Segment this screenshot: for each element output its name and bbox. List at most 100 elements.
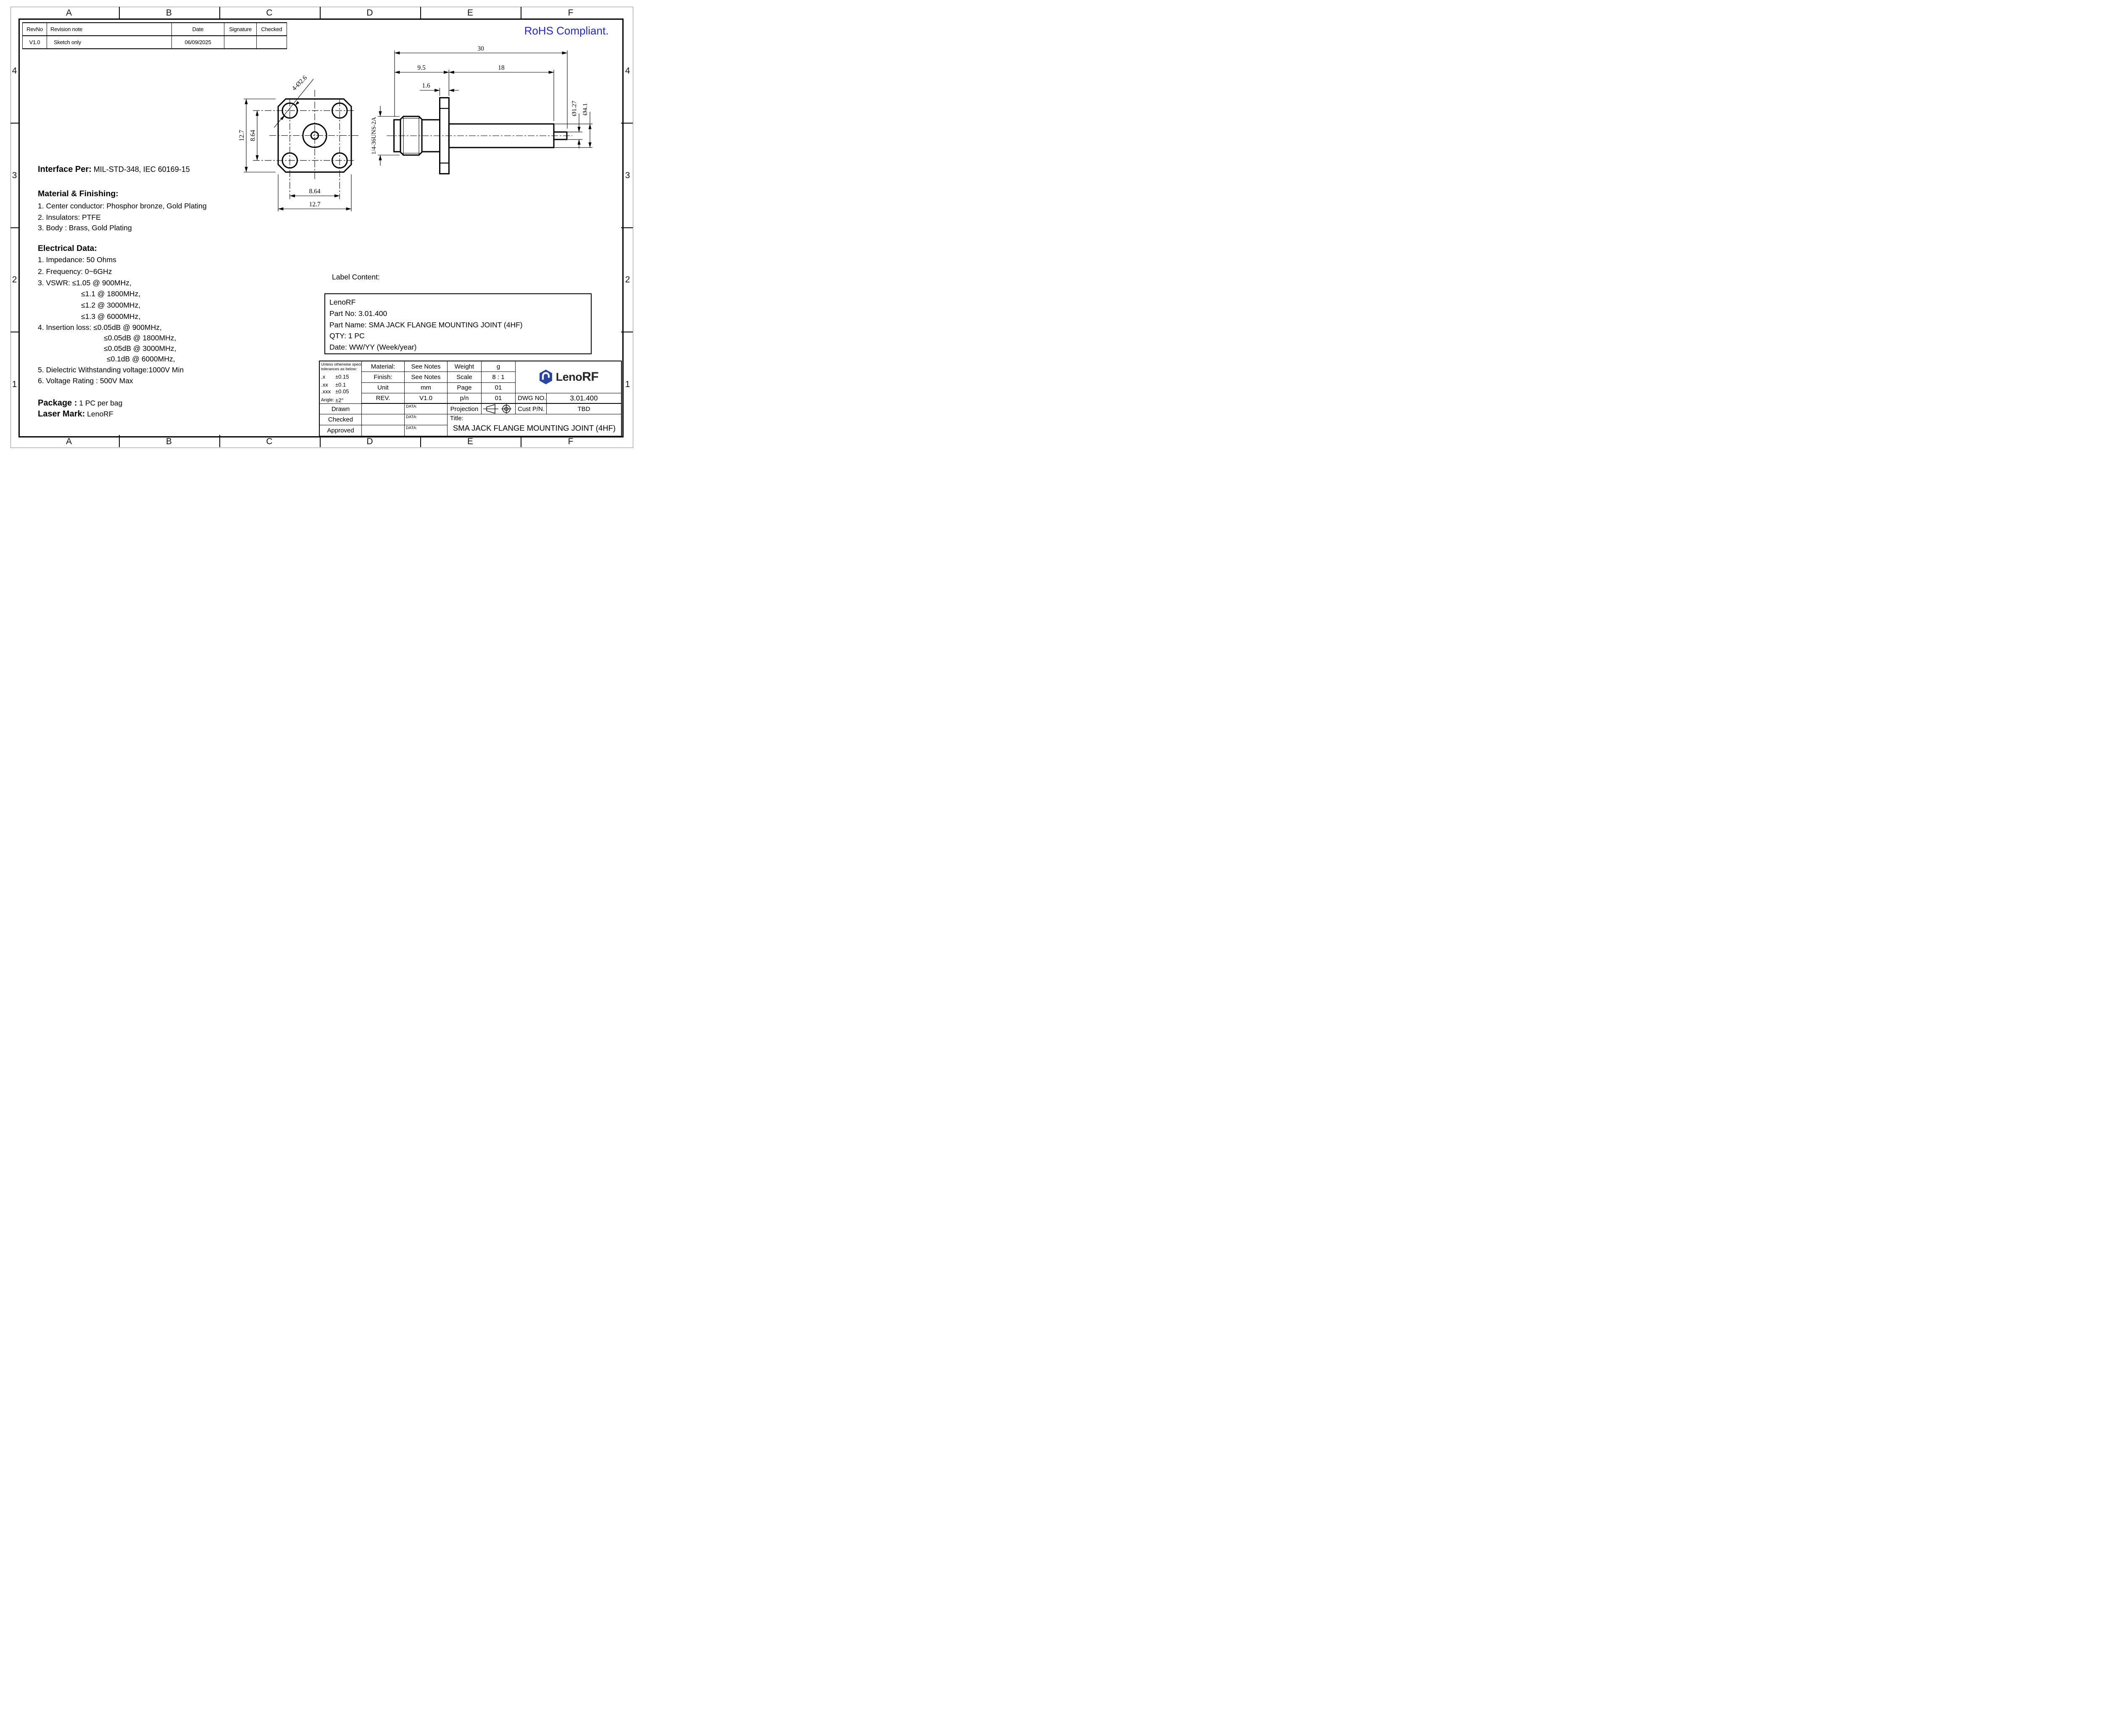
package-value: 1 PC per bag: [79, 399, 123, 407]
label-line-brand: LenoRF: [329, 298, 356, 306]
material-value: See Notes: [405, 361, 448, 372]
label-content-box: LenoRF Part No: 3.01.400 Part Name: SMA …: [324, 293, 592, 354]
pn-label: p/n: [448, 393, 482, 404]
unit-value: mm: [405, 382, 448, 393]
grid-tick: [420, 7, 421, 18]
dim-front-holes-label: 4-Ø2.6: [290, 74, 308, 92]
grid-number-left: 2: [12, 275, 17, 285]
dwg-no-value: 3.01.400: [547, 393, 621, 404]
rev-row-note: Sketch only: [47, 36, 172, 48]
drawing-views: 12.7 8.64 8.64 12.7 4-Ø2.6: [238, 45, 592, 211]
interface-per-label: Interface Per:: [38, 165, 92, 174]
grid-number-left: 4: [12, 66, 17, 76]
rev-header-note: Revision note: [47, 23, 172, 36]
grid-tick: [11, 227, 18, 228]
dim-side-body-dia: Ø4.1: [582, 103, 589, 116]
electrical-item-3b: ≤1.1 @ 1800MHz,: [81, 290, 141, 298]
label-line-date: Date: WW/YY (Week/year): [329, 343, 417, 352]
label-line-qty: QTY: 1 PC: [329, 332, 365, 340]
tolerance-xxx-value: ±0.05: [335, 388, 349, 395]
grid-tick: [11, 123, 18, 124]
package-line: Package : 1 PC per bag: [38, 398, 122, 408]
drawn-signature-cell: [362, 404, 405, 415]
grid-letter-bottom: E: [467, 437, 473, 446]
material-item-1: 1. Center conductor: Phosphor bronze, Go…: [38, 202, 207, 210]
electrical-item-4c: ≤0.05dB @ 3000MHz,: [104, 344, 176, 353]
approved-signature-cell: [362, 425, 405, 436]
checked-label: Checked: [320, 414, 362, 425]
electrical-item-3d: ≤1.3 @ 6000MHz,: [81, 312, 141, 321]
dim-side-flange-thickness: 1.6: [422, 82, 430, 90]
tolerance-angle-label: Angle:: [321, 397, 334, 403]
dim-side-front-length: 9.5: [417, 64, 426, 71]
dim-front-flange-height: 12.7: [238, 130, 245, 141]
tolerance-angle-value: ±2°: [335, 397, 344, 403]
grid-tick: [420, 435, 421, 447]
interface-per-line: Interface Per: MIL-STD-348, IEC 60169-15: [38, 165, 190, 174]
electrical-item-4: 4. Insertion loss: ≤0.05dB @ 900MHz,: [38, 323, 162, 332]
grid-number-left: 1: [12, 379, 17, 389]
grid-letter-bottom: A: [66, 437, 72, 446]
electrical-item-3: 3. VSWR: ≤1.05 @ 900MHz,: [38, 279, 132, 287]
rev-row-signature: [224, 36, 257, 48]
electrical-item-2: 2. Frequency: 0~6GHz: [38, 267, 112, 276]
grid-tick: [320, 7, 321, 18]
front-view: 12.7 8.64 8.64 12.7 4-Ø2.6: [238, 74, 360, 211]
weight-label: Weight: [448, 361, 482, 372]
dim-side-body-length: 18: [498, 64, 505, 71]
logo-hexagon-icon: [539, 369, 552, 385]
approved-label: Approved: [320, 425, 362, 436]
grid-letter-top: A: [66, 8, 72, 18]
cust-pn-value: TBD: [547, 404, 621, 415]
grid-letter-bottom: F: [568, 437, 574, 446]
electrical-item-4d: ≤0.1dB @ 6000MHz,: [107, 355, 175, 363]
material-item-2: 2. Insulators: PTFE: [38, 213, 101, 221]
grid-letter-top: B: [166, 8, 172, 18]
rev-row-revno: V1.0: [23, 36, 47, 48]
electrical-data-heading: Electrical Data:: [38, 244, 97, 253]
grid-letter-top: F: [568, 8, 574, 18]
material-label: Material:: [362, 361, 405, 372]
dim-side-pin-dia: Ø1.27: [571, 100, 578, 116]
grid-letter-top: D: [366, 8, 373, 18]
projection-symbols: [482, 404, 516, 415]
grid-tick: [219, 7, 220, 18]
laser-mark-label: Laser Mark:: [38, 409, 85, 419]
page-value: 01: [482, 382, 516, 393]
scale-value: 8 : 1: [482, 372, 516, 383]
dwg-no-label: DWG NO.: [516, 393, 547, 404]
material-finishing-heading: Material & Finishing:: [38, 189, 118, 198]
electrical-item-3c: ≤1.2 @ 3000MHz,: [81, 301, 141, 309]
company-logo: LenoRF: [516, 361, 621, 393]
grid-number-left: 3: [12, 171, 17, 180]
grid-letter-bottom: C: [266, 437, 273, 446]
laser-mark-value: LenoRF: [87, 410, 113, 418]
grid-number-right: 4: [625, 66, 630, 76]
scale-label: Scale: [448, 372, 482, 383]
tolerance-x-value: ±0.15: [335, 374, 349, 380]
cust-pn-label: Cust P/N.: [516, 404, 547, 415]
label-line-part-name: Part Name: SMA JACK FLANGE MOUNTING JOIN…: [329, 320, 523, 329]
pn-value: 01: [482, 393, 516, 404]
rev-header-signature: Signature: [224, 23, 257, 36]
grid-number-right: 3: [625, 171, 630, 180]
electrical-item-5: 5. Dielectric Withstanding voltage:1000V…: [38, 366, 184, 374]
laser-mark-line: Laser Mark: LenoRF: [38, 409, 113, 419]
tolerance-box: Unless otherwise specified, tolerances a…: [320, 361, 362, 404]
dim-side-thread-label: 1/4-36UNS-2A: [371, 117, 377, 155]
grid-number-right: 2: [625, 275, 630, 285]
grid-letter-top: E: [467, 8, 473, 18]
grid-number-right: 1: [625, 379, 630, 389]
material-item-3: 3. Body : Brass, Gold Plating: [38, 224, 132, 232]
grid-letter-top: C: [266, 8, 273, 18]
grid-tick: [320, 435, 321, 447]
logo-wordmark: LenoRF: [556, 370, 599, 384]
title-label: Title:: [450, 415, 463, 422]
approved-data-label: DATA:: [405, 425, 448, 436]
drawn-data-label: DATA:: [405, 404, 448, 415]
checked-data-label: DATA:: [405, 414, 448, 425]
title-cell: Title: SMA JACK FLANGE MOUNTING JOINT (4…: [448, 414, 621, 436]
side-view: 30 9.5 18 1.6 1/4-36UNS-2A Ø1.27 Ø4.1: [371, 45, 592, 174]
package-label: Package :: [38, 398, 77, 408]
logo-text-rf: RF: [582, 370, 599, 384]
